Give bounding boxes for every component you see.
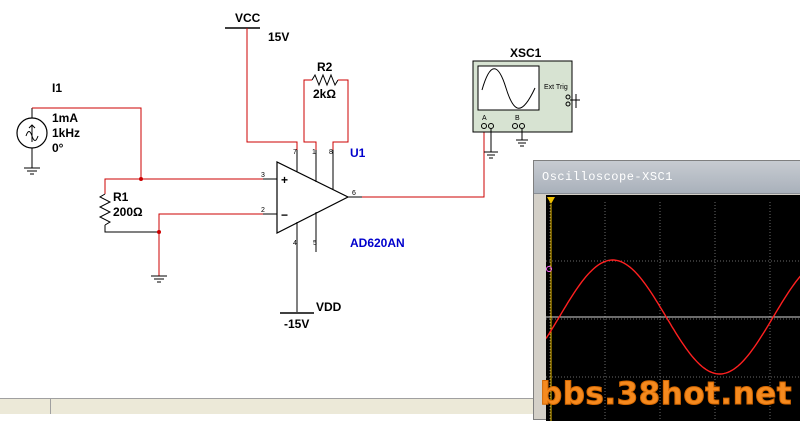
resistor-r2[interactable] xyxy=(311,73,339,87)
wire-minus-input[interactable] xyxy=(158,213,263,276)
wire-vcc[interactable] xyxy=(246,28,298,157)
site-watermark: bbs.38hot.net xyxy=(539,376,793,413)
scope-ext-trig-label: Ext Trig xyxy=(544,84,568,91)
i1-amplitude: 1mA xyxy=(52,111,78,125)
scope-ch-a-label: A xyxy=(482,115,487,122)
wire-r2-left[interactable] xyxy=(303,79,317,157)
r1-value: 200Ω xyxy=(113,205,143,219)
junction-dot xyxy=(139,177,143,181)
amplifier-u1[interactable] xyxy=(263,150,362,252)
oscilloscope-titlebar[interactable]: Oscilloscope-XSC1 xyxy=(534,161,800,194)
vcc-label: VCC xyxy=(235,11,261,25)
oscilloscope-title: Oscilloscope-XSC1 xyxy=(542,170,673,184)
pin-5: 5 xyxy=(313,240,317,247)
vcc-voltage: 15V xyxy=(268,30,289,44)
wire-output[interactable] xyxy=(362,132,485,198)
ground-symbol xyxy=(151,275,167,283)
wire-r1-top[interactable] xyxy=(104,178,263,194)
oscilloscope-screen[interactable] xyxy=(546,195,800,421)
xsc1-ref: XSC1 xyxy=(510,46,542,60)
channel-a-trace xyxy=(546,259,800,375)
ground-symbol xyxy=(484,151,498,159)
oscilloscope-display xyxy=(546,197,800,421)
r2-value: 2kΩ xyxy=(313,87,336,101)
resistor-r1[interactable] xyxy=(98,193,112,226)
scope-grid xyxy=(546,202,800,421)
u1-part: AD620AN xyxy=(350,236,405,250)
oscilloscope-symbol-xsc1[interactable] xyxy=(472,60,580,133)
vdd-voltage: -15V xyxy=(284,317,309,331)
u1-ref: U1 xyxy=(350,146,366,160)
amp-plus-sign: + xyxy=(281,173,288,187)
pin-3: 3 xyxy=(261,172,265,179)
scope-ch-b-label: B xyxy=(515,115,520,122)
junction-dot xyxy=(157,230,161,234)
pin-4: 4 xyxy=(293,240,297,247)
status-bar xyxy=(0,398,533,414)
wire-r2-right[interactable] xyxy=(332,79,349,157)
wire-source-top[interactable] xyxy=(32,107,142,179)
ground-symbol xyxy=(516,139,528,147)
pin-7: 7 xyxy=(293,149,297,156)
pin-8: 8 xyxy=(329,149,333,156)
i1-phase: 0° xyxy=(52,141,64,155)
r1-ref: R1 xyxy=(113,190,129,204)
current-source-i1[interactable] xyxy=(16,108,48,168)
amp-minus-sign: − xyxy=(281,208,288,222)
channel-a-marker xyxy=(546,266,552,272)
r2-ref: R2 xyxy=(317,60,333,74)
cursor-marker[interactable] xyxy=(547,197,555,204)
i1-frequency: 1kHz xyxy=(52,126,80,140)
wire-r1-bottom[interactable] xyxy=(104,225,159,233)
ground-symbol xyxy=(24,167,40,175)
pin-2: 2 xyxy=(261,207,265,214)
pin-6: 6 xyxy=(352,190,356,197)
i1-ref: I1 xyxy=(52,81,62,95)
status-cell xyxy=(0,399,51,414)
pin-1: 1 xyxy=(312,149,316,156)
oscilloscope-window[interactable]: Oscilloscope-XSC1 xyxy=(533,160,800,421)
vdd-label: VDD xyxy=(316,300,342,314)
